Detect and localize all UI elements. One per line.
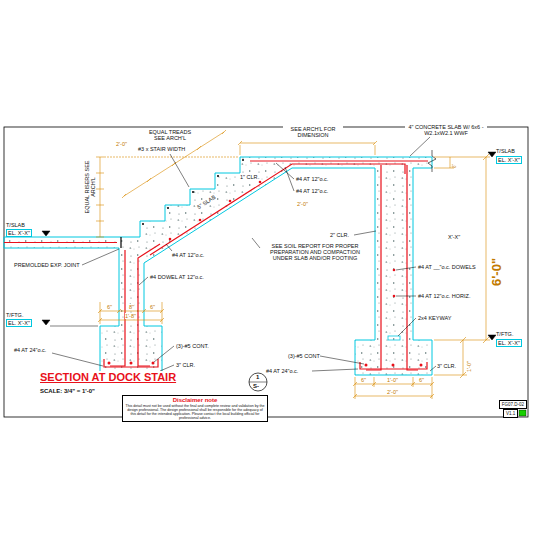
node-text: FG07.D-02 bbox=[502, 402, 524, 407]
dimension-text: 2'-0" bbox=[297, 201, 308, 207]
elevation-text: EL. X'-X" bbox=[496, 156, 522, 164]
annotation-text: 3" CLR. bbox=[176, 362, 195, 368]
rebar-callout: #4 AT 12"o.c. bbox=[296, 176, 328, 182]
concrete-section bbox=[4, 157, 432, 375]
annotation-text: 3" CLR. bbox=[437, 363, 456, 369]
status-square bbox=[519, 410, 526, 416]
break-line bbox=[428, 150, 436, 172]
elevation-text: T/FTG. bbox=[6, 312, 23, 318]
annotation-text: SEE ARCH'L FOR DIMENSION bbox=[283, 126, 343, 138]
elevation-markers bbox=[42, 152, 496, 340]
node-text: This detail must not be used without the… bbox=[125, 404, 265, 421]
dimension-text: 1'-0" bbox=[387, 377, 398, 383]
title-block-cell: V1.1 bbox=[503, 409, 518, 418]
elevation-text: T/SLAB bbox=[496, 148, 515, 154]
rebar bbox=[4, 161, 428, 370]
drawing-title: SECTION AT DOCK STAIR bbox=[40, 371, 176, 383]
dimension-text: 8" bbox=[129, 304, 134, 310]
dimension-text: 1'-8" bbox=[125, 313, 136, 319]
sheet-frame bbox=[4, 127, 528, 417]
annotation-text: #3 x STAIR WIDTH bbox=[138, 146, 185, 152]
annotation-text: 2x4 KEYWAY bbox=[418, 315, 451, 321]
elevation-text: EL. X'-X" bbox=[6, 229, 32, 237]
nosing-bars bbox=[142, 159, 244, 225]
title-block-cell: FG07.D-02 bbox=[499, 400, 527, 409]
dimension-text: 6'-0" bbox=[490, 258, 504, 286]
annotation-text: EQUAL TREADS SEE ARCH'L bbox=[145, 129, 195, 141]
disclaimer-box: Disclaimer noteThis detail must not be u… bbox=[122, 395, 268, 422]
callout-number: 1 bbox=[256, 374, 259, 381]
disclaimer-heading: Disclaimer note bbox=[125, 397, 265, 404]
elevation-text: T/FTG. bbox=[496, 331, 513, 337]
annotation-text: EQUAL RISERS SEE ARCH'L bbox=[84, 159, 96, 215]
elevation-text: T/SLAB bbox=[6, 222, 25, 228]
annotation-text: PREMOLDED EXP. JOINT bbox=[14, 262, 80, 268]
rebar-dots bbox=[108, 181, 423, 367]
note-text: SEE SOIL REPORT FOR PROPER PREPARATION A… bbox=[262, 243, 368, 261]
rebar-callout: #4 AT 24"o.c. bbox=[14, 347, 46, 353]
keyway bbox=[388, 336, 400, 340]
rebar-callout: #4 AT 12"o.c. bbox=[172, 252, 204, 258]
dimension-lines bbox=[96, 130, 490, 399]
rebar-callout: (3)-#5 CONT. bbox=[176, 343, 209, 349]
annotation-text: 2" CLR. bbox=[330, 232, 349, 238]
elevation-text: EL. X'-X" bbox=[6, 319, 32, 327]
dimension-text: 1'-0" bbox=[466, 361, 472, 372]
dimension-text: 2'-0" bbox=[116, 141, 127, 147]
rebar-callout: #4 AT __"o.c. DOWELS bbox=[418, 264, 476, 270]
rebar-callout: #4 AT 12"o.c. bbox=[296, 188, 328, 194]
dimension-text: 6" bbox=[107, 304, 112, 310]
dimension-text: 6" bbox=[453, 164, 458, 168]
annotation-text: 5" SLAB bbox=[196, 194, 217, 210]
leader-lines bbox=[52, 137, 436, 371]
dimension-text: 6" bbox=[150, 304, 155, 310]
dimension-text: 6" bbox=[419, 377, 424, 383]
elevation-text: EL. X'-X" bbox=[496, 339, 522, 347]
dimension-text: 6" bbox=[361, 377, 366, 383]
rebar-callout: #4 DOWEL AT 12"o.c. bbox=[150, 274, 204, 280]
expansion-joint bbox=[120, 237, 121, 248]
section-bubble bbox=[249, 373, 267, 391]
elevation-text: X'-X" bbox=[448, 234, 460, 240]
rebar-callout: (3)-#5 CONT bbox=[288, 353, 320, 359]
scale-text: SCALE: 3/4" = 1'-0" bbox=[40, 388, 95, 395]
annotation-text: 4" CONCRETE SLAB W/ 6x6 - W2.1xW2.1 WWF bbox=[405, 124, 487, 136]
annotation-text: 1" CLR. bbox=[240, 174, 259, 180]
dimension-text: 2'-0" bbox=[387, 389, 398, 395]
sheet-reference: S- bbox=[253, 383, 259, 390]
node-text: V1.1 bbox=[506, 411, 515, 416]
rebar-callout: #4 AT 12"o.c. HORIZ. bbox=[418, 293, 471, 299]
rebar-callout: #4 AT 24"o.c. bbox=[266, 368, 298, 374]
